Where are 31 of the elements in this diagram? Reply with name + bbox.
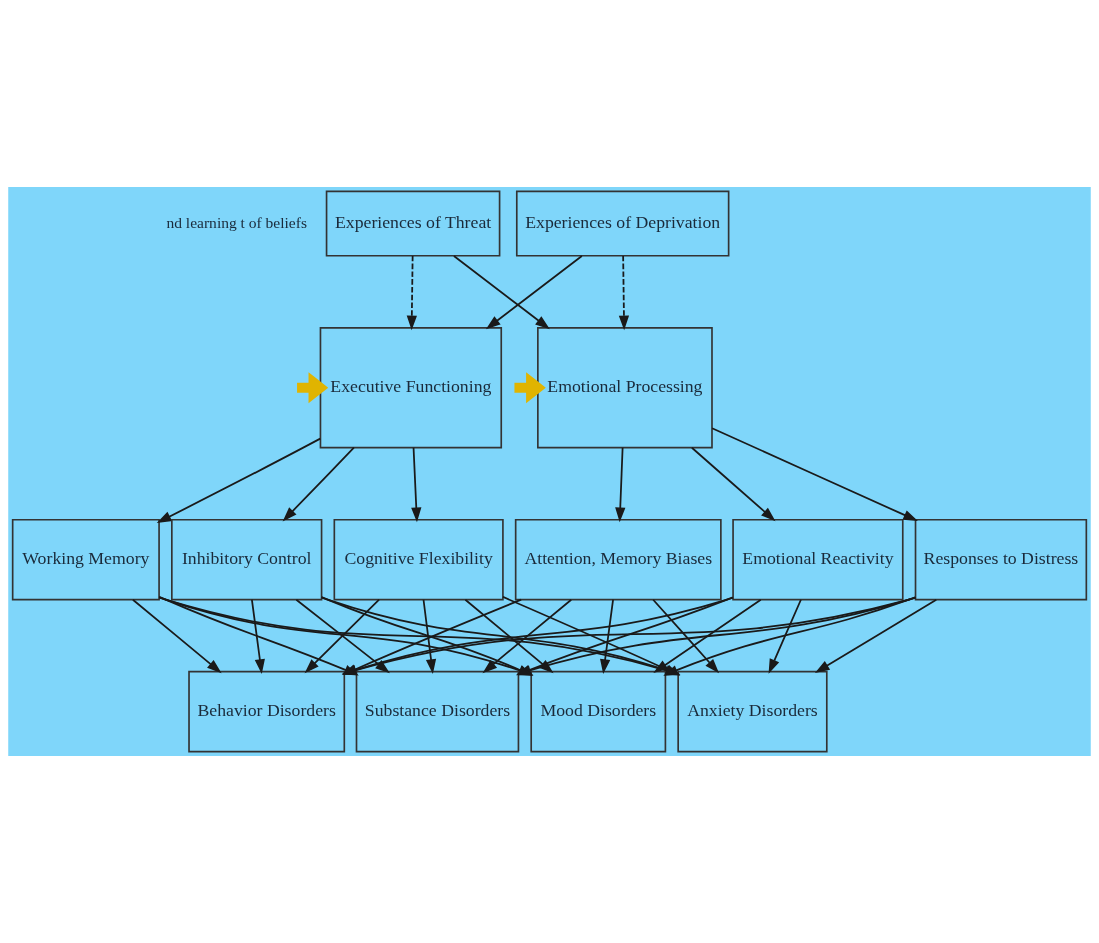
arrow — [453, 255, 550, 330]
arrow — [251, 598, 265, 674]
arrow — [282, 446, 355, 522]
node-box: Anxiety Disorders — [677, 670, 828, 753]
node-box: Behavior Disorders — [188, 670, 346, 753]
arrow — [156, 437, 322, 524]
node-box: Working Memory — [11, 518, 160, 601]
arrow — [411, 446, 422, 523]
node-box: Mood Disorders — [530, 670, 667, 753]
node-box: Attention, Memory Biases — [514, 518, 722, 601]
node-box: Experiences of Threat — [325, 190, 501, 257]
arrow — [711, 427, 918, 522]
arrow — [600, 598, 614, 674]
arrow — [485, 255, 583, 330]
arrow — [132, 598, 222, 674]
node-box: Substance Disorders — [355, 670, 520, 753]
arrow — [615, 446, 626, 523]
arrow — [814, 598, 938, 673]
node-box: Executive Functioning — [319, 327, 503, 449]
node-box: Cognitive Flexibility — [333, 518, 504, 601]
arrow — [768, 598, 802, 674]
node-box: Emotional Reactivity — [732, 518, 904, 601]
arrow — [618, 255, 630, 331]
node-box: Inhibitory Control — [171, 518, 323, 601]
arrow — [422, 598, 437, 674]
node-box: Emotional Processing — [537, 327, 713, 449]
arrow — [691, 446, 776, 522]
node-box: Responses to Distress — [914, 518, 1088, 601]
arrow — [406, 255, 417, 331]
label: nd learning t of beliefs — [166, 213, 307, 231]
node-box: Experiences of Deprivation — [515, 190, 730, 257]
